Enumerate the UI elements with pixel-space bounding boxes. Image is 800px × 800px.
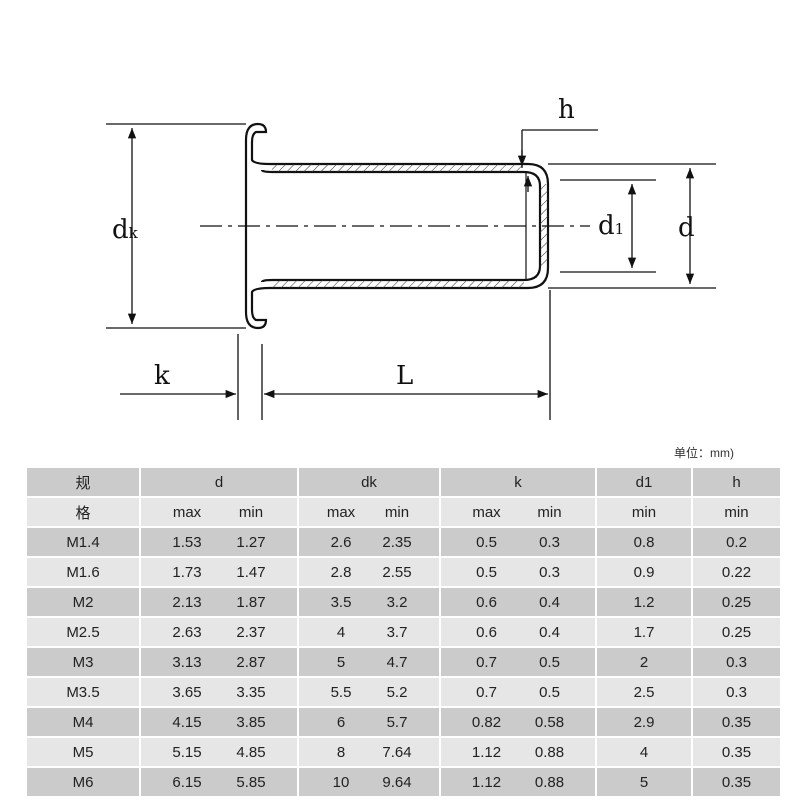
d1-label: d1	[598, 211, 624, 241]
cell-d1: 0.8	[596, 527, 693, 558]
cell-d1: 2.5	[596, 677, 693, 708]
d1-dimension	[560, 179, 656, 273]
cell-h: 0.25	[692, 587, 782, 618]
header-h: h	[692, 468, 782, 498]
header-dk: dk	[298, 468, 441, 498]
d-label: d	[678, 213, 695, 243]
dk-label: dk	[112, 215, 139, 245]
L-label: L	[396, 361, 413, 391]
d-dimension	[548, 163, 716, 289]
dk-dimension	[106, 123, 246, 329]
cell-h: 0.35	[692, 767, 782, 798]
cell-h: 0.3	[692, 677, 782, 708]
cell-d1: 5	[596, 767, 693, 798]
header-d: d	[140, 468, 299, 498]
cell-size: M3	[27, 647, 141, 678]
cell-h: 0.2	[692, 527, 782, 558]
cell-h: 0.25	[692, 617, 782, 648]
header-spec: 格	[27, 497, 141, 528]
upper-wall-hatch	[272, 164, 524, 172]
header-size: 规	[27, 468, 141, 498]
cell-size: M3.5	[27, 677, 141, 708]
k-label: k	[154, 361, 170, 391]
cell-d1: 1.7	[596, 617, 693, 648]
cell-size: M1.4	[27, 527, 141, 558]
cell-size: M5	[27, 737, 141, 768]
table-header-row-1: 规 d dk k d1 h	[27, 468, 782, 498]
cell-size: M6	[27, 767, 141, 798]
header-k: k	[440, 468, 597, 498]
cell-size: M2	[27, 587, 141, 618]
cell-size: M2.5	[27, 617, 141, 648]
cell-d1: 0.9	[596, 557, 693, 588]
cell-d1: 1.2	[596, 587, 693, 618]
h-label: h	[558, 95, 575, 125]
header-d1-min: min	[596, 497, 693, 528]
k-L-dimension	[120, 290, 551, 420]
header-d1: d1	[596, 468, 693, 498]
unit-note: 单位：mm)	[674, 446, 734, 460]
cell-d1: 4	[596, 737, 693, 768]
cell-h: 0.3	[692, 647, 782, 678]
cell-d1: 2	[596, 647, 693, 678]
cell-size: M4	[27, 707, 141, 738]
cell-h: 0.35	[692, 707, 782, 738]
lower-wall-hatch	[272, 280, 524, 288]
cell-h: 0.35	[692, 737, 782, 768]
header-h-min: min	[692, 497, 782, 528]
eyelet-technical-drawing: dk d d1 h k L	[106, 95, 716, 420]
cell-h: 0.22	[692, 557, 782, 588]
h-dimension	[517, 129, 598, 192]
cell-d1: 2.9	[596, 707, 693, 738]
cell-size: M1.6	[27, 557, 141, 588]
